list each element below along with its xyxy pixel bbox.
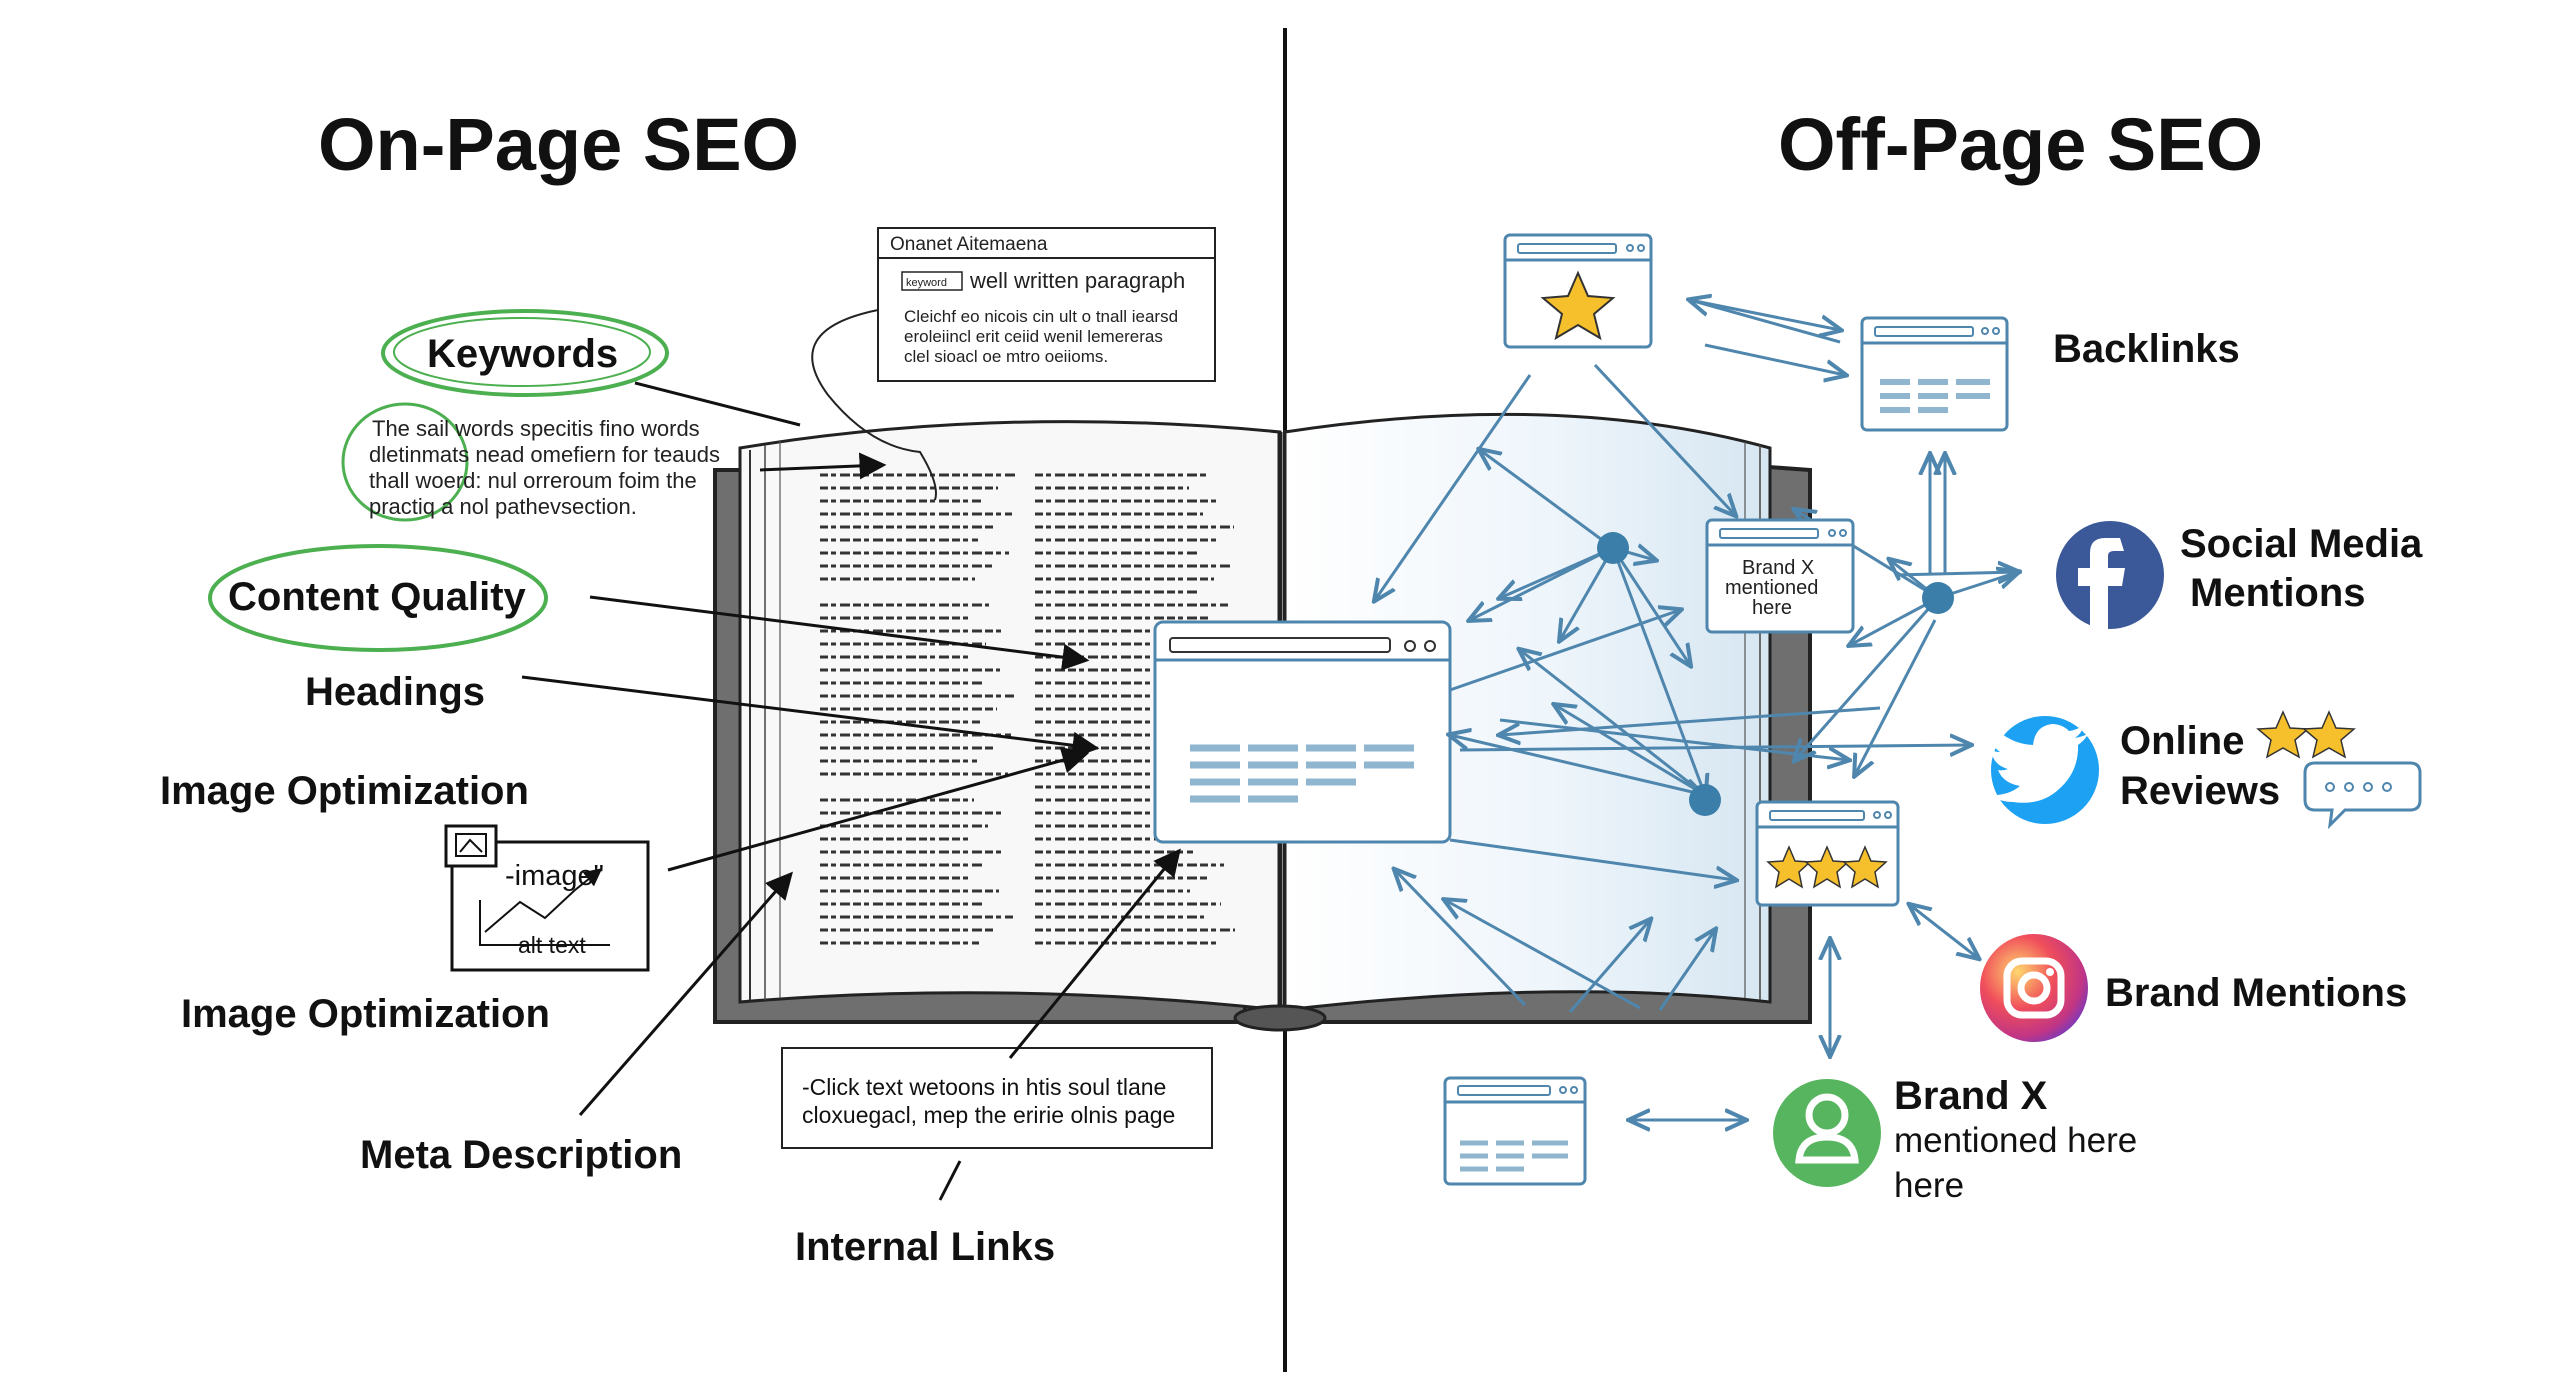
star-icon bbox=[1540, 270, 1616, 341]
image-card-bottom-text: alt text bbox=[518, 932, 586, 958]
three-star-review-card bbox=[1755, 800, 1900, 907]
network-node-3 bbox=[1689, 784, 1721, 816]
brand-x-label: Brand X bbox=[1894, 1074, 2048, 1118]
backlinks-card bbox=[1860, 316, 2009, 432]
online-reviews-label-line-2: Reviews bbox=[2120, 769, 2280, 813]
paragraph-box-line-2: eroleiincl erit ceiid wenil lemereras bbox=[904, 327, 1163, 346]
paragraph-box-title: well written paragraph bbox=[969, 268, 1185, 293]
internal-link-box-line-1: -Click text wetoons in htis soul tlane bbox=[802, 1074, 1166, 1100]
image-card-top-text: -image" bbox=[505, 860, 604, 892]
brand-x-card: Brand X mentioned here bbox=[1705, 518, 1855, 634]
backlinks-label: Backlinks bbox=[2053, 327, 2240, 371]
online-reviews-label-line-1: Online bbox=[2120, 719, 2244, 763]
star-review-card bbox=[1503, 233, 1653, 349]
network-node-1 bbox=[1597, 532, 1629, 564]
off-page-network bbox=[1375, 300, 2018, 1120]
internal-link-box: -Click text wetoons in htis soul tlane c… bbox=[781, 1047, 1213, 1149]
internal-link-box-line-2: cloxuegacl, mep the eririe olnis page bbox=[802, 1102, 1175, 1128]
browser-window-central bbox=[1153, 620, 1452, 844]
social-media-label-line-2: Mentions bbox=[2190, 571, 2366, 615]
chat-bubble-icon bbox=[2303, 761, 2422, 830]
keywords-highlight bbox=[381, 309, 669, 397]
brand-x-card-line-1: Brand X bbox=[1742, 557, 1814, 579]
image-alt-card: -image" alt text bbox=[444, 824, 650, 972]
content-quality-label: Content Quality bbox=[228, 575, 527, 619]
review-star-2 bbox=[2302, 710, 2356, 759]
meta-description-label: Meta Description bbox=[360, 1133, 682, 1177]
paragraph-box-line-1: Cleichf eo nicois cin ult o tnall iearsd bbox=[904, 307, 1178, 326]
internal-links-label: Internal Links bbox=[795, 1225, 1055, 1269]
network-node-2 bbox=[1922, 582, 1954, 614]
keyword-note-line-3: thall woerd: nul orreroum foim the bbox=[369, 468, 697, 493]
social-media-label-line-1: Social Media bbox=[2180, 522, 2423, 566]
on-page-title: On-Page SEO bbox=[318, 103, 799, 186]
keyword-note-line-1: The sail words specitis fino words bbox=[372, 416, 700, 441]
brand-x-line-2: here bbox=[1894, 1166, 1964, 1205]
image-optimization-label-1: Image Optimization bbox=[160, 769, 529, 813]
twitter-icon bbox=[1990, 716, 2099, 824]
brand-x-card-line-3: here bbox=[1752, 597, 1792, 619]
paragraph-box-tag: keyword bbox=[906, 277, 947, 289]
paragraph-box-line-3: clel sioacl oe mtro oeiioms. bbox=[904, 347, 1108, 366]
off-page-title: Off-Page SEO bbox=[1778, 103, 2263, 186]
keyword-note-highlight bbox=[341, 402, 469, 522]
brand-mentions-label: Brand Mentions bbox=[2105, 971, 2407, 1015]
keyword-note-line-2: dletinmats nead omefiern for teauds bbox=[369, 442, 720, 467]
brand-x-card-line-2: mentioned bbox=[1725, 577, 1818, 599]
browser-card-bottom bbox=[1443, 1076, 1587, 1186]
keywords-label: Keywords bbox=[427, 332, 618, 376]
headings-label: Headings bbox=[305, 670, 485, 714]
brand-x-line-1: mentioned here bbox=[1894, 1121, 2137, 1160]
user-avatar-icon bbox=[1773, 1079, 1881, 1187]
paragraph-box-header: Onanet Aitemaena bbox=[890, 234, 1048, 255]
keyword-note-line-4: practiq a nol pathevsection. bbox=[369, 494, 637, 519]
keywords-highlight-echo bbox=[393, 317, 651, 387]
paragraph-box: Onanet Aitemaena keyword well written pa… bbox=[877, 227, 1216, 382]
image-icon bbox=[444, 824, 498, 868]
instagram-icon bbox=[1980, 934, 2088, 1042]
facebook-icon bbox=[2056, 521, 2164, 630]
review-star-1 bbox=[2256, 710, 2310, 759]
image-optimization-label-2: Image Optimization bbox=[181, 992, 550, 1036]
star-icon-3 bbox=[1842, 845, 1888, 889]
on-page-arrows bbox=[521, 309, 1181, 1201]
content-quality-highlight bbox=[208, 544, 548, 652]
